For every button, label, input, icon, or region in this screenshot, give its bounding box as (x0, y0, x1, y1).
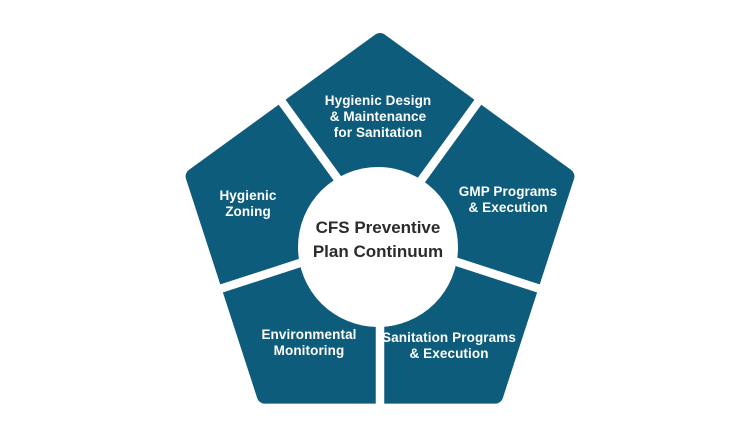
center-circle (298, 167, 458, 327)
